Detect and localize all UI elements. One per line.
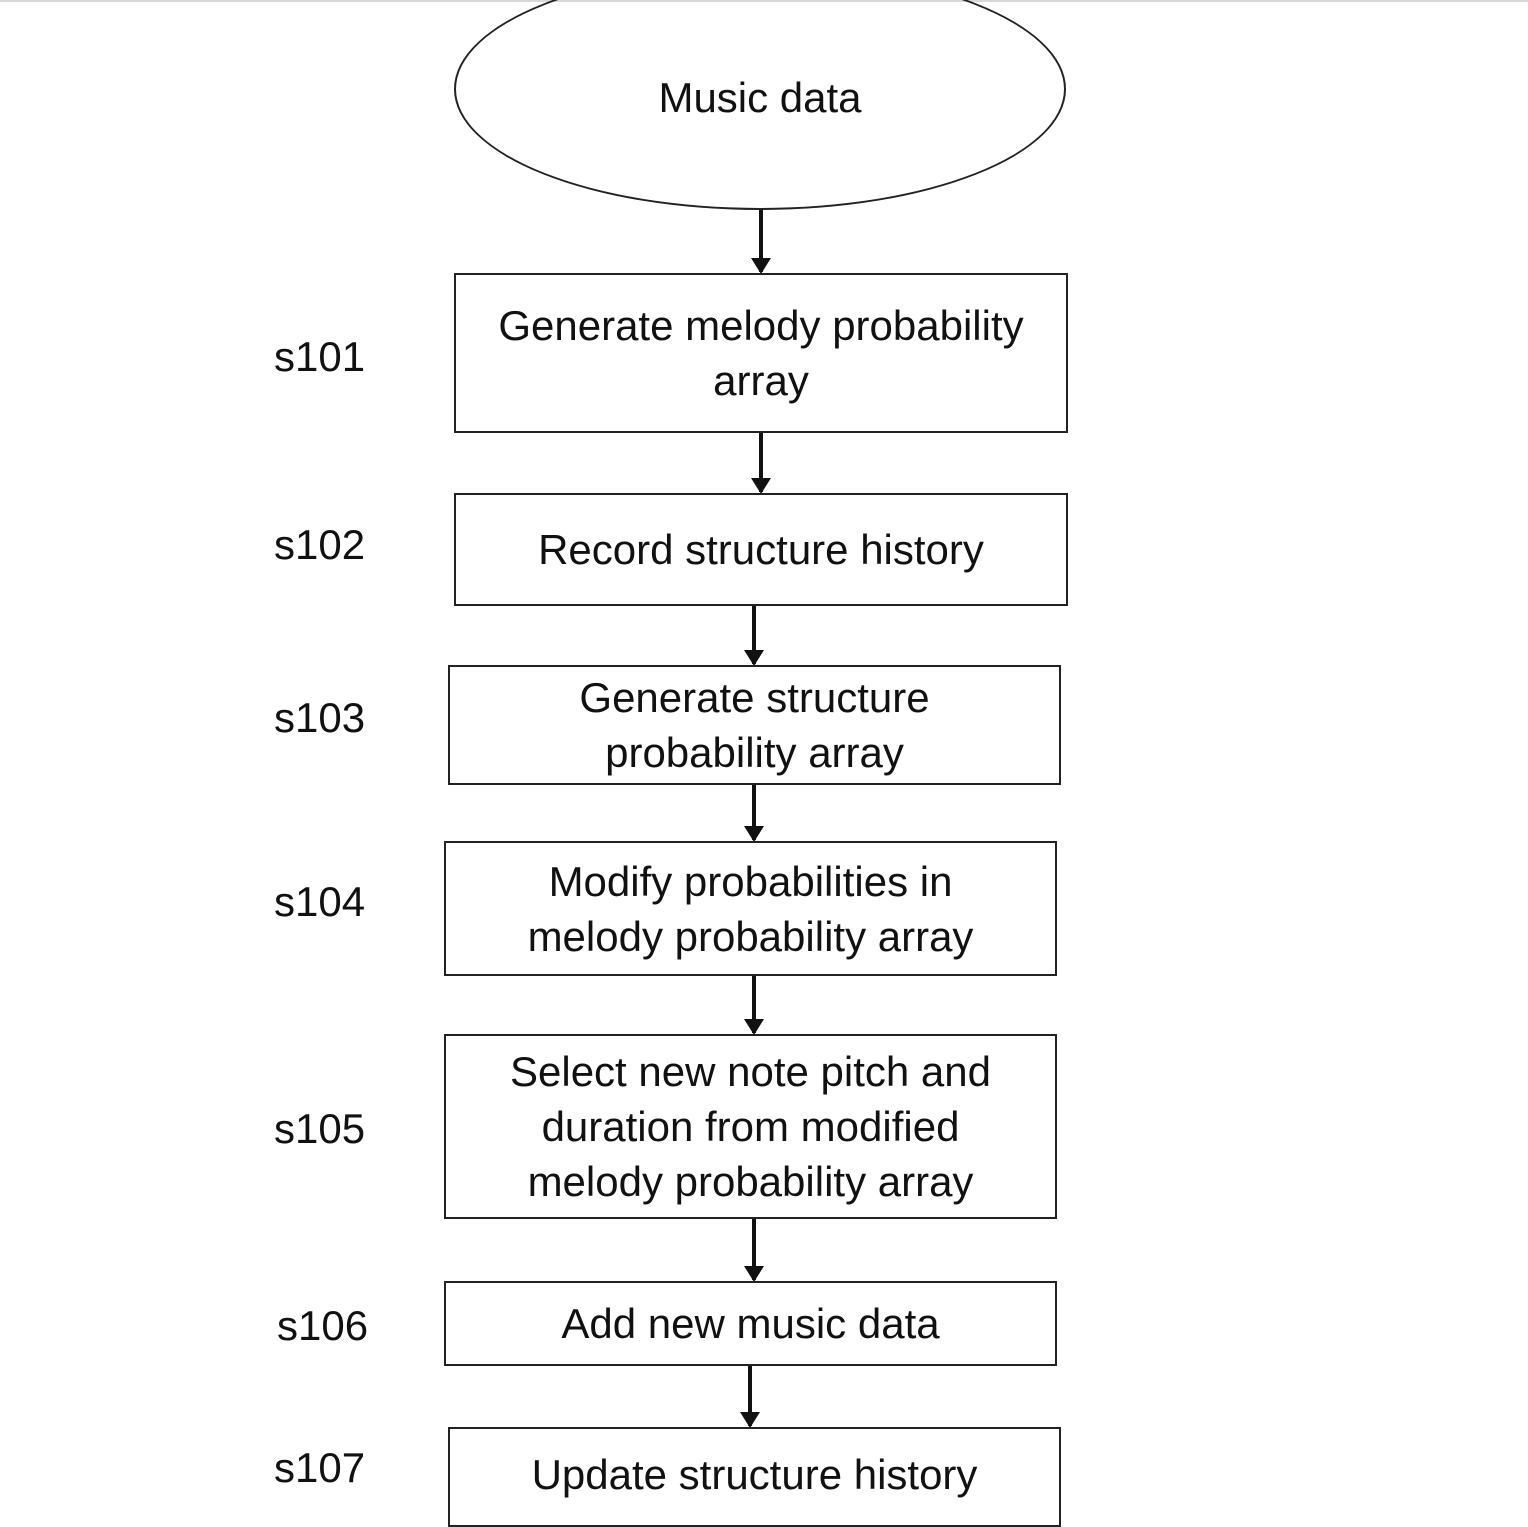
step-id-s102: s102 — [274, 521, 366, 568]
step-text-s106: Add new music data — [561, 1300, 940, 1347]
arrow-s103-to-s104 — [744, 785, 764, 842]
start-node-label: Music data — [658, 74, 862, 121]
step-text-s105: Select new note pitch and duration from … — [510, 1048, 991, 1205]
step-text-s107: Update structure history — [531, 1451, 978, 1498]
step-box-s104: Modify probabilities in melody probabili… — [444, 841, 1057, 976]
step-text-s103: Generate structure probability array — [579, 674, 930, 776]
step-text-s102: Record structure history — [538, 526, 984, 573]
step-id-s105: s105 — [274, 1105, 366, 1152]
arrow-s102-to-s103 — [744, 606, 764, 666]
step-id-s103: s103 — [274, 694, 366, 741]
step-box-s105: Select new note pitch and duration from … — [444, 1034, 1057, 1219]
arrow-s105-to-s106 — [744, 1219, 764, 1282]
step-box-s107: Update structure history — [448, 1427, 1061, 1527]
step-box-s101: Generate melody probability array — [454, 273, 1068, 433]
step-box-s106: Add new music data — [444, 1281, 1057, 1366]
step-id-s106: s106 — [277, 1302, 369, 1349]
step-id-s104: s104 — [274, 878, 366, 925]
step-id-s107: s107 — [274, 1444, 366, 1491]
start-node-music-data: Music data — [454, 0, 1066, 210]
arrow-s101-to-s102 — [751, 433, 771, 494]
arrow-s104-to-s105 — [744, 976, 764, 1035]
step-box-s102: Record structure history — [454, 493, 1068, 606]
step-id-s101: s101 — [274, 333, 366, 380]
step-text-s101: Generate melody probability array — [498, 302, 1024, 404]
step-box-s103: Generate structure probability array — [448, 665, 1061, 785]
arrow-start-to-s101 — [751, 210, 771, 274]
arrow-s106-to-s107 — [740, 1366, 760, 1428]
step-text-s104: Modify probabilities in melody probabili… — [527, 857, 974, 960]
